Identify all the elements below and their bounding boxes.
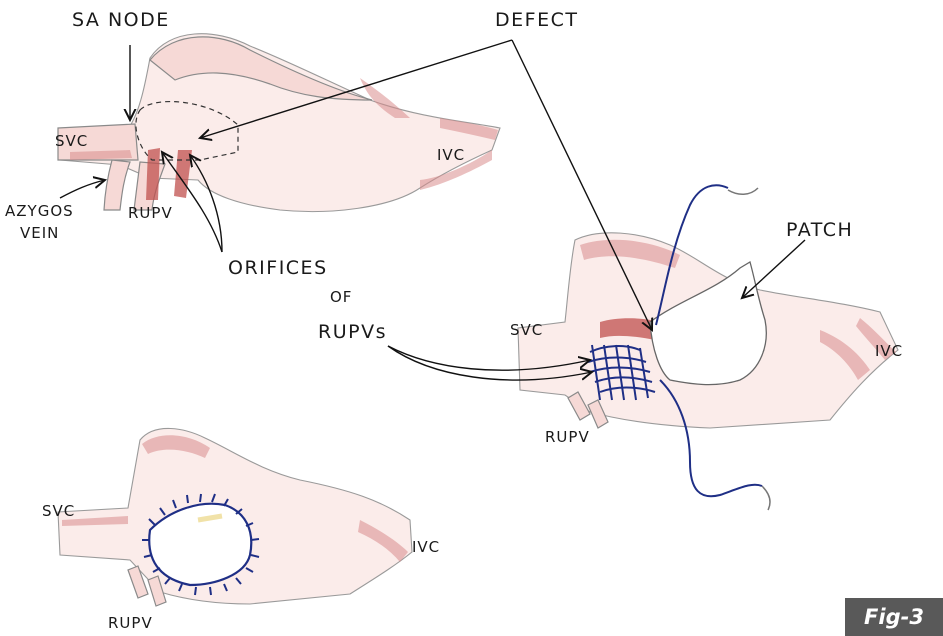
label-azygos-line1: AZYGOS (5, 202, 74, 220)
rupv-orifice-1 (146, 148, 160, 200)
label-rupv-right: RUPV (545, 428, 590, 446)
label-orifices-line3: RUPVs (318, 321, 387, 343)
label-ivc-right: IVC (875, 342, 903, 360)
label-svc-top: SVC (55, 132, 88, 150)
label-orifices-line1: ORIFICES (228, 257, 328, 279)
label-svc-right: SVC (510, 321, 543, 339)
label-orifices-line2: OF (330, 288, 352, 306)
azygos-arrow (60, 180, 105, 198)
label-sa-node: SA NODE (72, 9, 170, 31)
bottom-left-illustration (58, 428, 412, 606)
label-rupv-bottom: RUPV (108, 614, 153, 632)
label-azygos-line2: VEIN (20, 224, 59, 242)
needle-top (728, 188, 758, 194)
label-ivc-top: IVC (437, 146, 465, 164)
needle-bottom (762, 486, 770, 510)
azygos-vessel (104, 160, 130, 210)
label-rupv-top: RUPV (128, 204, 173, 222)
label-patch: PATCH (786, 219, 853, 241)
top-left-illustration (58, 34, 500, 212)
figure-badge: Fig-3 (845, 598, 943, 636)
label-ivc-bottom: IVC (412, 538, 440, 556)
label-svc-bottom: SVC (42, 502, 75, 520)
label-defect: DEFECT (495, 9, 578, 31)
